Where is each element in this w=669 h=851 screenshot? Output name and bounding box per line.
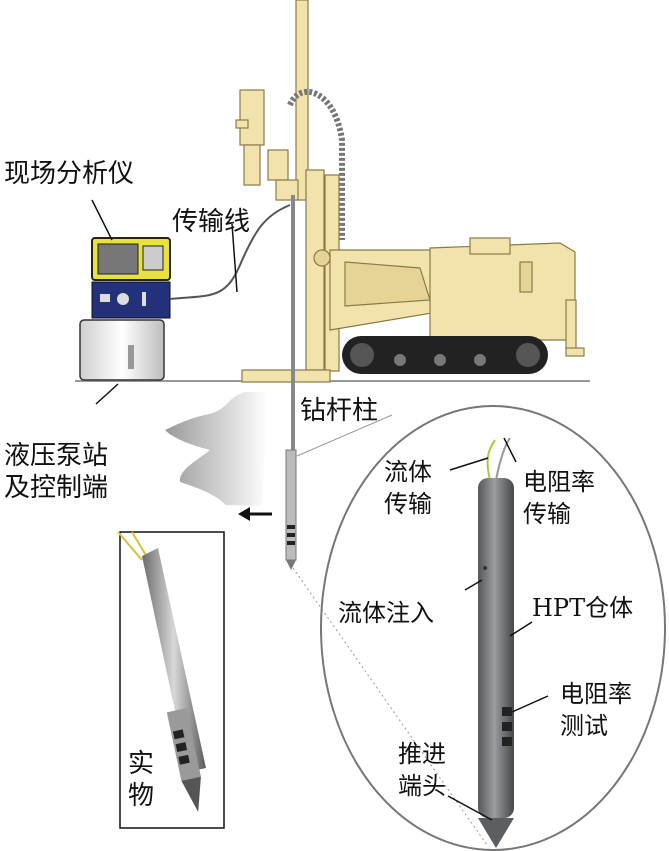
label-resistivity-test: 电阻率 测试 [560,680,632,740]
label-fluid-injection: 流体注入 [338,599,434,627]
soil-arrow-head [238,507,250,521]
label-transmission-line: 传输线 [172,207,251,237]
crawler-tracks [342,336,548,374]
field-analyzer-unit [79,237,171,381]
label-hydraulic-station: 液压泵站 及控制端 [4,441,109,503]
transmission-cable [169,204,291,300]
label-resistivity-transport: 电阻率 传输 [523,468,595,528]
soil-profile [165,392,268,506]
label-hpt-housing: HPT仓体 [532,594,634,622]
label-fluid-transport: 流体 传输 [384,458,432,518]
label-actual-object: 实 物 [128,749,155,811]
drill-rod-string [285,195,297,570]
drill-rig [235,0,585,383]
label-field-analyzer: 现场分析仪 [4,159,135,189]
label-push-tip: 推进 端头 [398,740,446,800]
hpt-probe-enlarged [478,437,514,848]
callout-leaders [91,199,549,821]
label-drill-rod: 钻杆柱 [300,396,379,426]
real-probe-inset [117,531,225,829]
